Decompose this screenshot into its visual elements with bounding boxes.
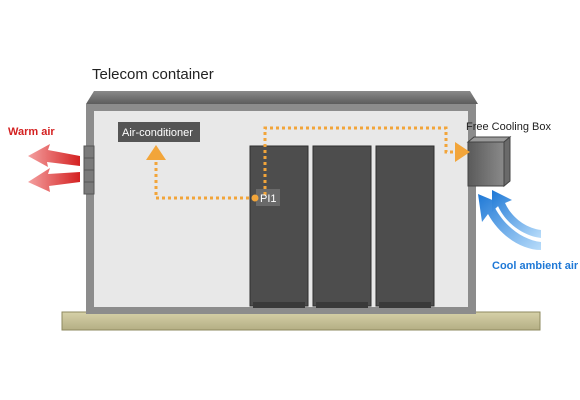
warm-air-label: Warm air	[8, 126, 55, 138]
air-conditioner-label: Air-conditioner	[122, 127, 193, 139]
sensor-pi1-dot	[251, 194, 259, 202]
warm-air-arrow-icon	[28, 144, 80, 192]
free-cooling-box	[467, 141, 505, 187]
sensor-pi1-label: PI1	[260, 193, 277, 205]
cool-ambient-air-label: Cool ambient air	[492, 260, 579, 272]
equipment-racks	[249, 145, 435, 308]
ground-slab	[61, 311, 541, 331]
airflow-arrow-icon	[455, 142, 470, 162]
rack-1	[249, 145, 309, 307]
rack-3	[375, 145, 435, 307]
container-roof	[86, 91, 478, 104]
airflow-arrow-icon	[146, 145, 166, 160]
air-conditioner-unit	[118, 122, 200, 142]
cool-air-arrow-icon	[478, 190, 541, 250]
free-cooling-box-label: Free Cooling Box	[466, 121, 551, 133]
rack-2	[312, 145, 372, 307]
page-title: Telecom container	[92, 66, 214, 83]
airflow-path	[154, 126, 454, 200]
sensor-pi1-box	[256, 189, 280, 206]
